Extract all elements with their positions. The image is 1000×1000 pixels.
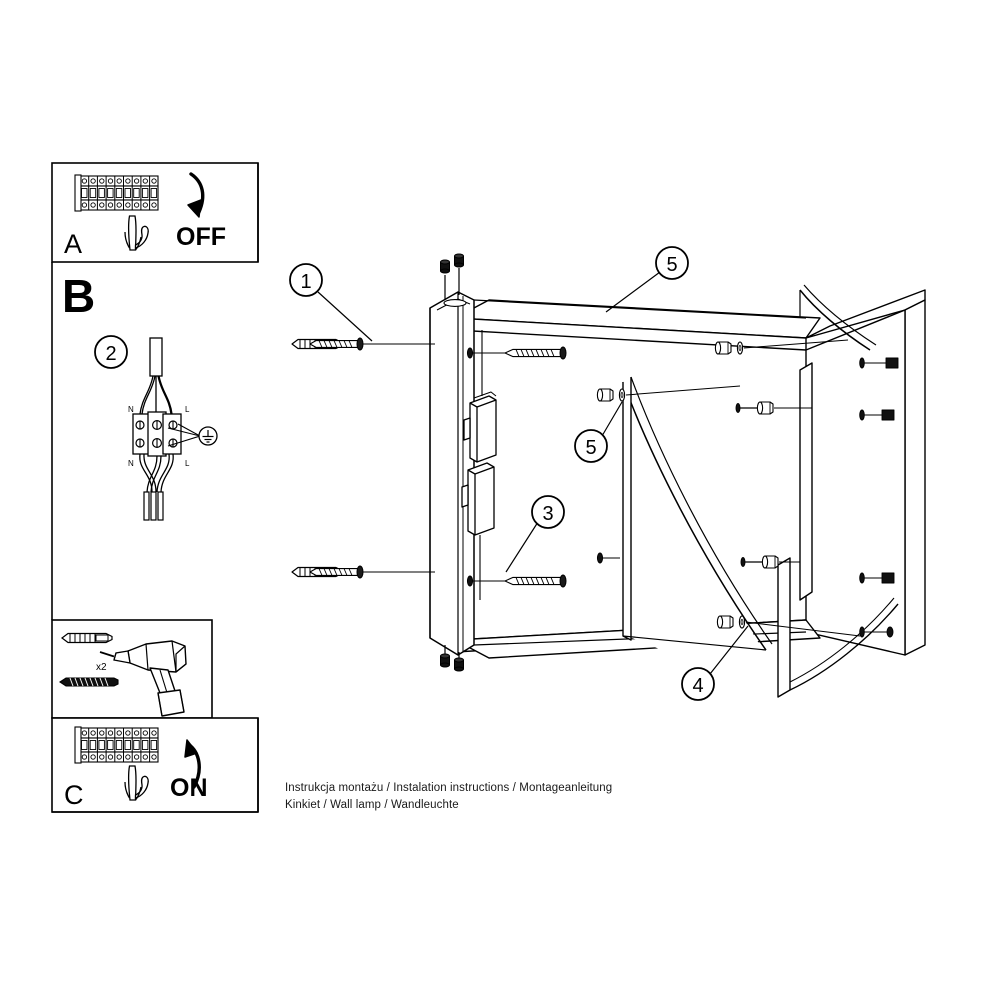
circuit-breaker-icon <box>74 726 159 764</box>
callout-1-label: 1 <box>300 271 311 293</box>
cap-screw <box>440 645 464 672</box>
callout-5a: 5 <box>655 246 689 280</box>
panel-a: A OFF <box>51 162 259 263</box>
callout-4-circle <box>681 667 715 701</box>
callout-5a-label: 5 <box>666 254 677 276</box>
callout-2-circle <box>94 335 128 369</box>
mounting-screw <box>859 409 895 421</box>
callout-3-label: 3 <box>542 503 553 525</box>
terminal-label-l-top: L <box>185 405 190 414</box>
panel-c: C ON <box>51 717 259 813</box>
standoff-spacer <box>596 388 614 402</box>
panel-b: B 2 <box>51 163 259 620</box>
mounting-screw <box>466 574 567 588</box>
mounting-screw <box>859 357 899 369</box>
standoff-spacer <box>714 341 732 355</box>
curved-arrow-down-icon <box>187 172 205 218</box>
assembly-guide-line <box>745 621 861 637</box>
callout-5b-circle <box>574 429 608 463</box>
cap-screw <box>440 253 464 300</box>
panel-c-action-label: ON <box>170 774 208 802</box>
washer <box>738 615 746 629</box>
panel-c-letter: C <box>64 780 84 810</box>
callout-3: 3 <box>531 495 565 529</box>
callout-2: 2 <box>94 335 128 369</box>
terminal-label-n-bottom: N <box>128 459 134 468</box>
footer-line-2: Kinkiet / Wall lamp / Wandleuchte <box>285 798 459 811</box>
assembly-guide-line <box>743 339 849 349</box>
standoff-spacer <box>761 555 779 569</box>
footer-caption: Instrukcja montażu / Instalation instruc… <box>285 780 705 813</box>
mounting-screw <box>859 572 895 584</box>
terminal-label-n-top: N <box>128 405 134 414</box>
callout-2-label: 2 <box>105 343 116 365</box>
curved-glass-panel <box>622 376 773 690</box>
panel-b-letter: B <box>62 270 95 322</box>
screw-icon <box>309 337 435 351</box>
mounting-screw <box>596 552 620 564</box>
mounting-screw <box>466 346 567 360</box>
callout-5a-circle <box>655 246 689 280</box>
terminal-label-l-bottom: L <box>185 459 190 468</box>
callout-5b-label: 5 <box>585 437 596 459</box>
circuit-breaker-icon <box>74 174 159 212</box>
callout-3-circle <box>531 495 565 529</box>
curved-glass-panel <box>777 557 899 698</box>
power-drill-icon <box>99 640 187 717</box>
callout-4-label: 4 <box>692 675 703 697</box>
washer <box>618 388 626 402</box>
terminal-block-wiring-icon: N L N L <box>128 337 218 521</box>
mounting-screw <box>859 626 894 638</box>
tools-quantity-label: x2 <box>96 662 107 673</box>
callout-1-circle <box>289 263 323 297</box>
washer <box>736 341 744 355</box>
screw-icon <box>59 677 119 687</box>
callout-5b: 5 <box>574 429 608 463</box>
screw-icon <box>309 565 435 579</box>
panel-tools: x2 <box>51 619 213 719</box>
terminal-connector <box>461 330 497 600</box>
curved-arrow-up-icon <box>184 739 201 789</box>
footer-line-1: Instrukcja montażu / Instalation instruc… <box>285 782 613 794</box>
curved-glass-panel <box>799 362 813 601</box>
panel-a-action-label: OFF <box>176 223 226 251</box>
standoff-spacer <box>716 615 734 629</box>
wall-plug-icon <box>61 632 113 644</box>
callout-leader-lines <box>317 271 749 675</box>
panel-a-letter: A <box>64 229 82 259</box>
curved-glass-panel <box>799 284 877 351</box>
assembly-guide-line <box>625 385 741 396</box>
standoff-spacer <box>756 401 774 415</box>
wall-bracket-backplate <box>429 291 475 656</box>
callout-1: 1 <box>289 263 323 297</box>
exploded-assembly-diagram: 1 5 5 3 4 <box>289 246 926 701</box>
callout-4: 4 <box>681 667 715 701</box>
